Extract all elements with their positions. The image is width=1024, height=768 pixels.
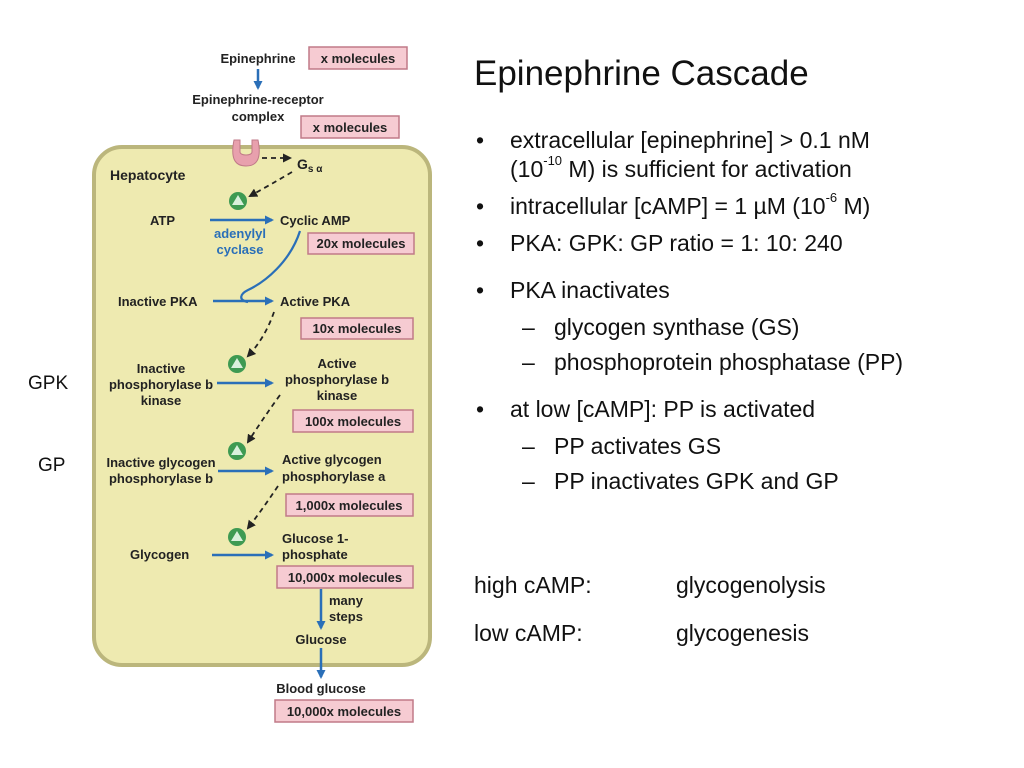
molecules-box-text: x molecules: [313, 120, 387, 135]
bullet-glyph: •: [476, 277, 485, 303]
many-steps-label: many: [329, 593, 364, 608]
bullet-item: • intracellular [cAMP] = 1 µM (10-6 M): [474, 190, 1014, 221]
bullet-item: • extracellular [epinephrine] > 0.1 nM (…: [474, 126, 1014, 184]
inactive-gp-label: Inactive glycogen: [106, 455, 215, 470]
molecules-box: [285, 493, 414, 517]
plus-triangle-icon: [228, 528, 246, 546]
glycogen-label: Glycogen: [130, 547, 189, 562]
high-camp-label: high cAMP:: [474, 572, 592, 598]
molecules-box: [308, 46, 408, 70]
molecules-box: [276, 565, 414, 589]
inactive-pbk-label-3: kinase: [141, 393, 181, 408]
bullet-text-line2: (10-10 M) is sufficient for activation: [510, 153, 852, 182]
slide-title: Epinephrine Cascade: [474, 54, 809, 93]
many-steps-label-2: steps: [329, 609, 363, 624]
dash-glyph: –: [522, 433, 535, 459]
molecules-box-text: 10,000x molecules: [288, 570, 402, 585]
bullet-text: extracellular [epinephrine] > 0.1 nM: [510, 127, 870, 153]
bullet-text: PKA: GPK: GP ratio = 1: 10: 240: [510, 230, 843, 256]
low-camp-value: glycogenesis: [676, 620, 809, 646]
molecules-box-text: 20x molecules: [317, 236, 406, 251]
g1p-label-2: phosphate: [282, 547, 348, 562]
dashed-arrow: [246, 394, 281, 444]
enzyme-label: adenylyl: [214, 226, 266, 241]
dashed-arrow: [248, 171, 293, 197]
receptor-complex-label: Epinephrine-receptor: [192, 92, 323, 107]
dashed-arrow: [246, 485, 279, 530]
bullet-glyph: •: [476, 193, 485, 219]
g1p-label: Glucose 1-: [282, 531, 348, 546]
sub-bullet-item: – PP inactivates GPK and GP: [474, 467, 1014, 496]
sub-bullet-item: – glycogen synthase (GS): [474, 313, 1014, 342]
dashed-arrow: [246, 311, 275, 358]
molecules-box-text: 100x molecules: [305, 414, 401, 429]
bullet-glyph: •: [476, 396, 485, 422]
molecules-box: [300, 317, 414, 340]
molecules-box-text: 10,000x molecules: [287, 704, 401, 719]
molecules-box-text: x molecules: [321, 51, 395, 66]
bullet-item: • PKA: GPK: GP ratio = 1: 10: 240: [474, 229, 1014, 258]
g-protein-label: Gs α: [297, 156, 323, 175]
cascade-diagram: Epinephrine x molecules Epinephrine-rece…: [92, 46, 432, 723]
bullet-item: • PKA inactivates: [474, 276, 1014, 305]
sub-bullet-text: PP inactivates GPK and GP: [554, 468, 839, 494]
epinephrine-label: Epinephrine: [220, 51, 295, 66]
high-camp-value: glycogenolysis: [676, 572, 826, 598]
active-pbk-label-2: phosphorylase b: [285, 372, 389, 387]
inactive-pbk-label-2: phosphorylase b: [109, 377, 213, 392]
sub-bullet-item: – PP activates GS: [474, 432, 1014, 461]
molecules-box: [307, 232, 415, 255]
sub-bullet-item: – phosphoprotein phosphatase (PP): [474, 348, 1014, 377]
bullet-list: • extracellular [epinephrine] > 0.1 nM (…: [474, 126, 1014, 496]
plus-triangle-icon: [228, 442, 246, 460]
sub-bullet-text: glycogen synthase (GS): [554, 314, 800, 340]
plus-triangle-icon: [228, 355, 246, 373]
bullet-text: intracellular [cAMP] = 1 µM (10-6 M): [510, 190, 871, 219]
low-camp-row: low cAMP: glycogenesis: [474, 620, 809, 647]
molecules-box-text: 10x molecules: [313, 321, 402, 336]
bullet-glyph: •: [476, 127, 485, 153]
active-pka-label: Active PKA: [280, 294, 351, 309]
dash-glyph: –: [522, 468, 535, 494]
molecules-box: [274, 699, 414, 723]
dash-glyph: –: [522, 349, 535, 375]
dash-glyph: –: [522, 314, 535, 340]
active-pbk-label: Active: [317, 356, 356, 371]
hepatocyte-label: Hepatocyte: [110, 167, 186, 183]
gpk-label: GPK: [28, 373, 69, 394]
receptor-complex-label-2: complex: [232, 109, 286, 124]
receptor-icon: [232, 139, 260, 167]
gp-label: GP: [38, 455, 66, 476]
active-pbk-label-3: kinase: [317, 388, 357, 403]
bullet-glyph: •: [476, 230, 485, 256]
inactive-gp-label-2: phosphorylase b: [109, 471, 213, 486]
bullet-text: PKA inactivates: [510, 277, 670, 303]
active-gp-label-2: phosphorylase a: [282, 469, 386, 484]
sub-bullet-text: PP activates GS: [554, 433, 722, 459]
high-camp-row: high cAMP: glycogenolysis: [474, 572, 826, 599]
molecules-box: [300, 115, 400, 139]
atp-label: ATP: [150, 213, 175, 228]
low-camp-label: low cAMP:: [474, 620, 583, 646]
bullet-text: at low [cAMP]: PP is activated: [510, 396, 816, 422]
active-gp-label: Active glycogen: [282, 452, 382, 467]
molecules-box-text: 1,000x molecules: [296, 498, 403, 513]
blood-glucose-label: Blood glucose: [276, 681, 366, 696]
molecules-box: [292, 409, 414, 433]
cyclic-amp-label: Cyclic AMP: [280, 213, 351, 228]
inactive-pka-label: Inactive PKA: [118, 294, 198, 309]
enzyme-label-2: cyclase: [217, 242, 264, 257]
flow-curve: [240, 230, 302, 304]
sub-bullet-text: phosphoprotein phosphatase (PP): [554, 349, 904, 375]
glucose-label: Glucose: [295, 632, 346, 647]
inactive-pbk-label: Inactive: [137, 361, 185, 376]
hepatocyte-cell: [92, 145, 432, 667]
plus-triangle-icon: [229, 192, 247, 210]
bullet-item: • at low [cAMP]: PP is activated: [474, 395, 1014, 424]
